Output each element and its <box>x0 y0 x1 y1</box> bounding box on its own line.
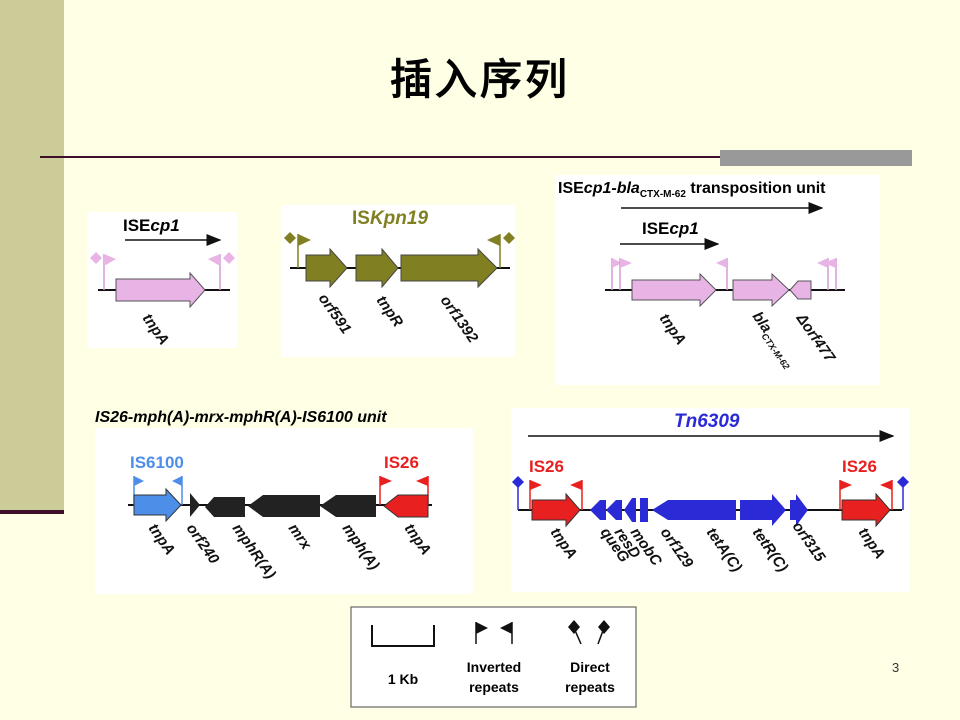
direct-repeat-icon <box>568 620 610 645</box>
gene-orf591-arrow <box>305 247 348 289</box>
inverted-repeat-mid <box>716 258 728 290</box>
iskpn19-label: ISKpn19 <box>352 208 428 229</box>
legend-inverted-label: Inverted <box>467 659 521 675</box>
tn6309-title: Tn6309 <box>674 411 740 432</box>
inverted-repeat-right <box>817 258 837 290</box>
is26-unit-title: IS26-mph(A)-mrx-mphR(A)-IS6100 unit <box>95 409 387 426</box>
scale-bar-icon <box>371 625 435 647</box>
inverted-repeat-right <box>208 252 235 290</box>
direct-repeat-right <box>897 476 909 510</box>
legend: 1 Kb Inverted repeats Direct repeats <box>350 606 637 708</box>
panel-isecp1: ISEcp1 tnpA <box>87 212 237 348</box>
inverted-repeat-icon <box>475 622 513 644</box>
inverted-repeat-left <box>90 252 116 290</box>
isecp1-label: ISEcp1 <box>123 216 180 235</box>
gene-tnpA-is26-arrow <box>383 494 429 518</box>
gene-orf129-arrow <box>652 500 736 520</box>
gene-bla-arrow <box>732 272 790 308</box>
direct-repeat-left <box>284 232 311 268</box>
page-number: 3 <box>892 660 900 675</box>
sidebar-rule <box>0 510 64 514</box>
title-rule-bar <box>720 150 912 166</box>
is26-label: IS26 <box>384 453 419 472</box>
is6100-label: IS6100 <box>130 453 184 472</box>
slide-title: 插入序列 <box>389 55 570 104</box>
direct-repeat-left <box>512 476 524 510</box>
gene-mphR-arrow <box>205 497 245 517</box>
gene-mphA-arrow <box>320 495 376 517</box>
gene-orf1392-arrow <box>400 247 498 289</box>
transposition-title: ISEcp1-blaCTX-M-62 transposition unit <box>558 180 826 200</box>
gene-tnpA-left-arrow <box>531 492 581 528</box>
gene-orf477-arrow <box>789 280 812 300</box>
gene-tnpA-arrow <box>115 271 206 309</box>
gene-resD-arrow <box>606 500 622 520</box>
legend-inverted-label-2: repeats <box>469 679 519 695</box>
panel-transposition-unit: ISEcp1-blaCTX-M-62 transposition unit IS… <box>555 175 880 385</box>
legend-direct-label: Direct <box>570 659 610 675</box>
gene-orf-small-arrow <box>640 498 648 522</box>
legend-scale-label: 1 Kb <box>388 671 418 687</box>
gene-mrx-arrow <box>248 495 320 517</box>
panel-tn6309: Tn6309 IS26 IS26 <box>511 408 909 592</box>
inverted-repeats-left <box>529 480 583 510</box>
gene-tnpR-arrow <box>355 247 399 289</box>
inverted-repeat-left <box>611 258 632 290</box>
gene-mobC-arrow <box>624 498 636 522</box>
is26-left-label: IS26 <box>529 457 564 476</box>
gene-queG-arrow <box>590 500 606 520</box>
gene-tnpA-is6100-arrow <box>133 487 182 523</box>
inverted-repeats-right <box>839 480 893 510</box>
is26-right-label: IS26 <box>842 457 877 476</box>
direct-repeat-right <box>487 232 515 268</box>
gene-tetA-arrow <box>740 494 786 526</box>
gene-tnpA-right-arrow <box>841 492 891 528</box>
panel-iskpn19: ISKpn19 orf591 tnpR orf1392 <box>281 205 515 357</box>
transposition-inner-label: ISEcp1 <box>642 219 699 238</box>
title-rule <box>40 156 912 158</box>
gene-tnpA-arrow <box>631 272 717 308</box>
gene-orf240-arrow <box>190 493 200 517</box>
gene-tetR-arrow <box>790 494 808 526</box>
sidebar-band <box>0 0 64 510</box>
legend-direct-label-2: repeats <box>565 679 615 695</box>
panel-is26-unit: IS26-mph(A)-mrx-mphR(A)-IS6100 unit IS61… <box>95 409 473 594</box>
inverted-repeats-is26 <box>379 476 429 505</box>
